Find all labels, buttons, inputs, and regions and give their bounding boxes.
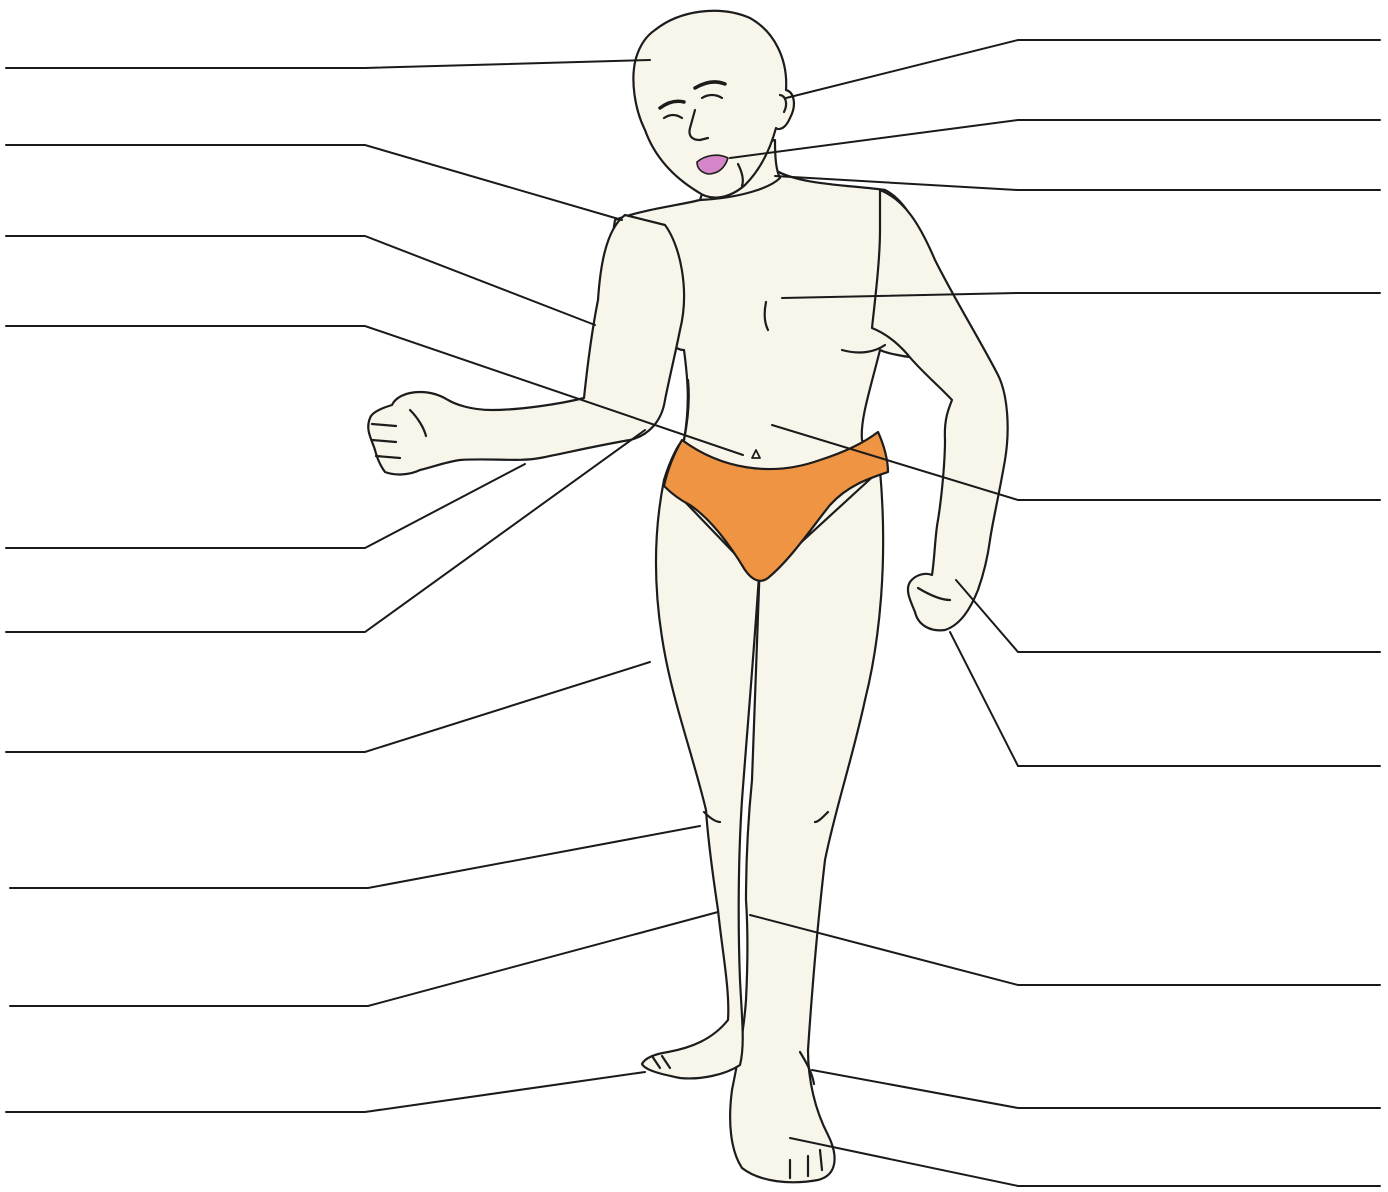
leader-knee: [10, 826, 700, 888]
leader-head: [6, 60, 650, 68]
leader-wrist: [6, 430, 645, 632]
leader-ear: [786, 40, 1380, 98]
leader-hand: [956, 580, 1380, 652]
right-arm: [872, 190, 1008, 630]
leader-shin: [10, 912, 718, 1006]
left-leg: [642, 480, 760, 1078]
leader-toes: [6, 1072, 645, 1112]
leader-forearm: [6, 464, 525, 548]
leader-mouth: [730, 120, 1380, 158]
leader-thigh: [6, 662, 650, 752]
leader-ankle: [812, 1070, 1380, 1108]
leader-foot: [790, 1138, 1380, 1186]
leader-leg: [750, 915, 1380, 985]
leader-upper-arm: [6, 236, 595, 325]
leader-shoulder: [6, 145, 622, 220]
human-figure: [368, 11, 1007, 1182]
